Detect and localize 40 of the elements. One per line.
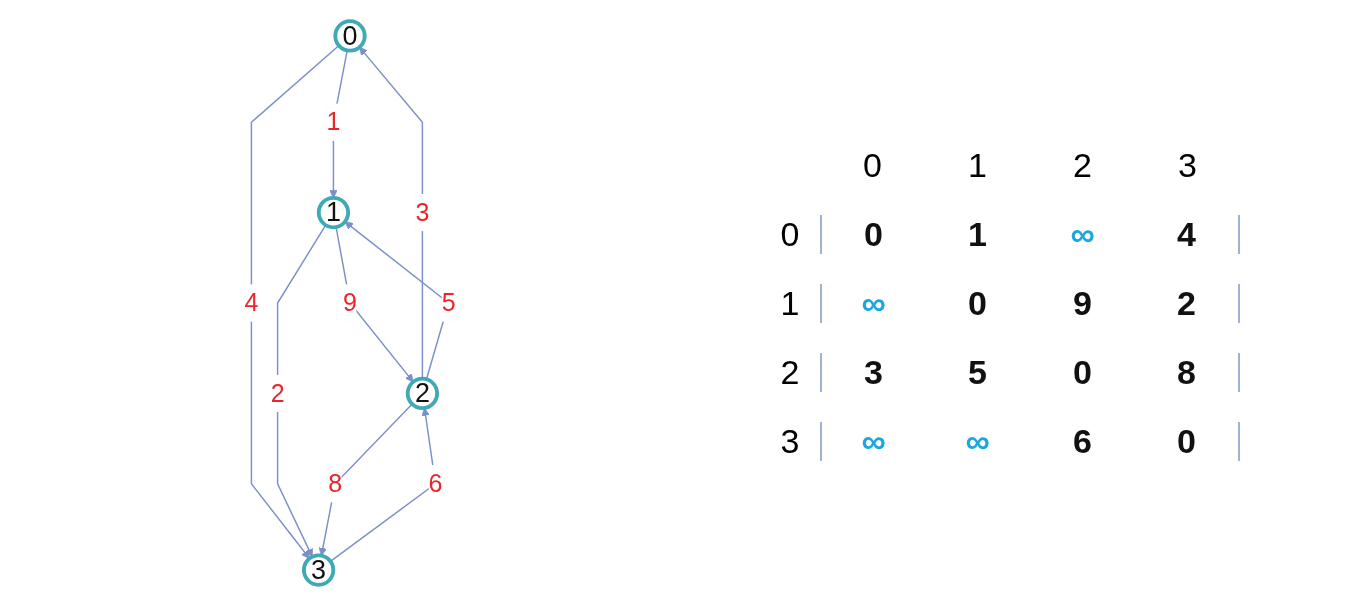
column-header: 0: [862, 145, 883, 185]
matrix-entry: 8: [1135, 352, 1240, 392]
row-header: 1: [779, 283, 801, 323]
matrix-entry: ∞: [964, 421, 991, 461]
matrix-entry: 0: [1135, 421, 1240, 461]
edge-label: 2: [270, 378, 285, 408]
edge-label: 4: [244, 288, 259, 317]
arrow: [276, 224, 327, 558]
edge-label: 8: [328, 468, 343, 498]
matrix-entry: ∞: [1069, 214, 1096, 254]
node-circle: 2: [405, 376, 440, 410]
matrix-entry: 0: [1072, 352, 1093, 392]
edge-label: 9: [343, 288, 357, 317]
row-header: 0: [779, 214, 801, 254]
arrow: [335, 226, 414, 383]
column-header: 1: [967, 145, 988, 185]
matrix-entry: ∞: [820, 283, 925, 323]
matrix-entry: 1: [967, 214, 988, 254]
node-circle: 0: [333, 19, 367, 53]
matrix-entry: 2: [1135, 283, 1240, 323]
edge-label: 6: [428, 468, 443, 498]
node-circle: 3: [302, 553, 336, 587]
node-circle: 1: [316, 196, 351, 230]
row-header: 2: [779, 352, 801, 392]
edge-label: 3: [415, 197, 430, 227]
arrow: [318, 403, 413, 557]
edge-label: 5: [441, 288, 456, 317]
matrix-entry: 0: [820, 214, 925, 254]
matrix-entry: 9: [1072, 283, 1093, 323]
column-header: 3: [1177, 145, 1198, 185]
matrix-entry: ∞: [820, 421, 925, 461]
matrix-entry: 3: [820, 352, 925, 392]
matrix-entry: 5: [967, 352, 988, 392]
matrix-entry: 0: [967, 283, 988, 323]
row-header: 3: [779, 421, 801, 461]
matrix-entry: 4: [1135, 214, 1240, 254]
column-header: 2: [1072, 145, 1093, 185]
edge-label: 1: [326, 107, 341, 137]
matrix-entry: 6: [1072, 421, 1093, 461]
arrow: [250, 44, 340, 559]
